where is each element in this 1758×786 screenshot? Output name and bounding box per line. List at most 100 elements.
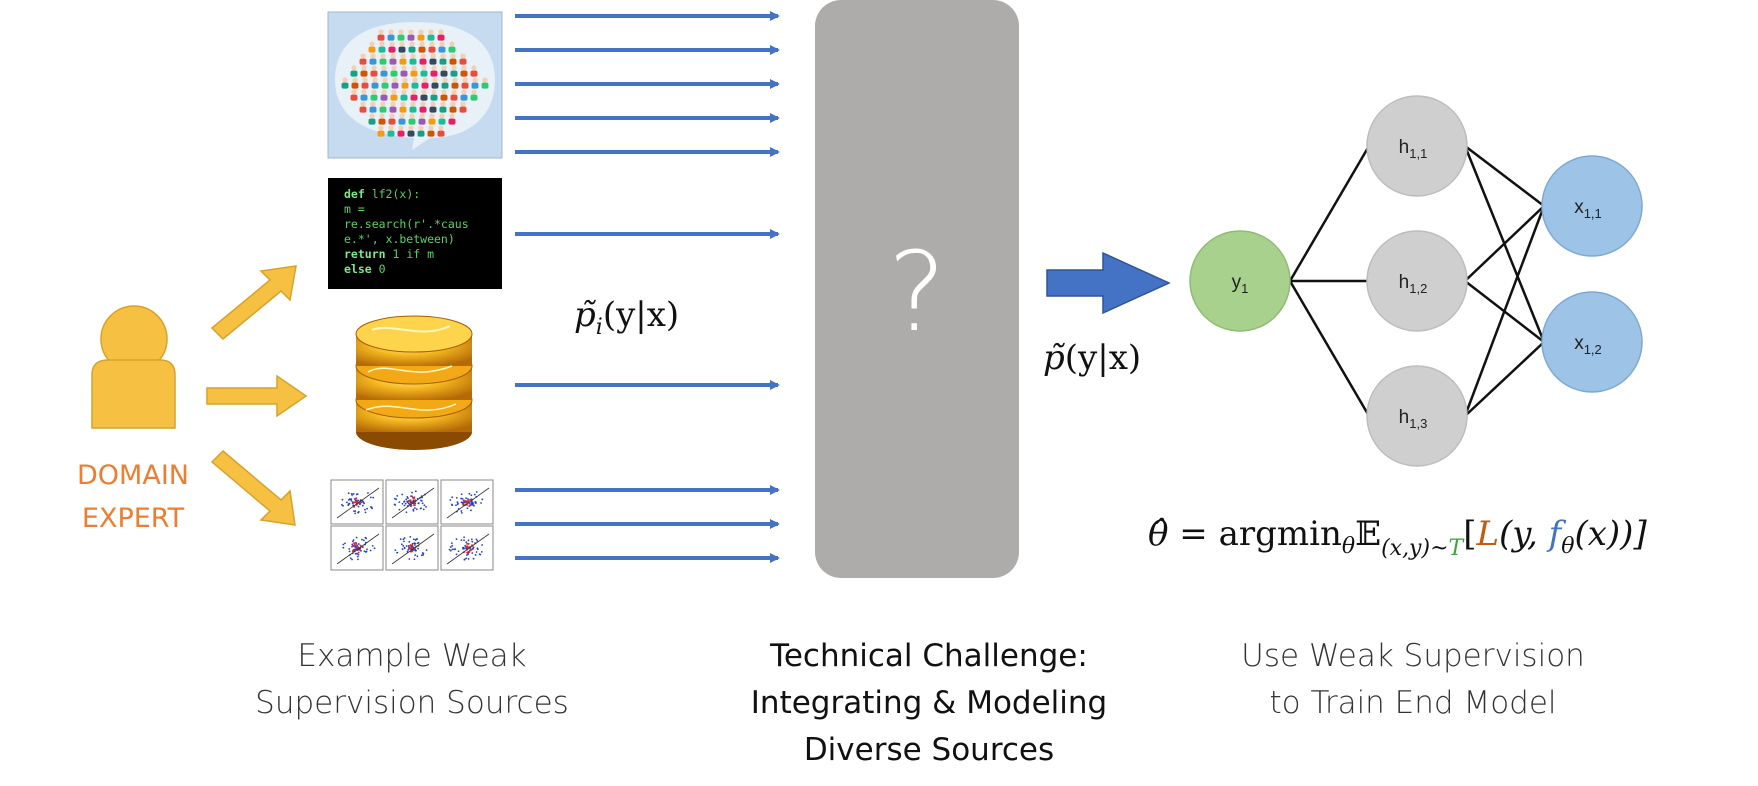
person-figure	[410, 89, 418, 101]
person-figure	[410, 65, 418, 77]
person-figure	[417, 29, 425, 41]
expert-label-line1: DOMAIN	[77, 460, 189, 491]
caption-end-model: Use Weak Supervision to Train End Model	[1241, 638, 1585, 721]
person-figure	[428, 41, 436, 53]
person-figure	[407, 125, 415, 137]
node-subscript: 1	[1241, 281, 1248, 296]
person-figure	[420, 65, 428, 77]
person-figure	[450, 89, 458, 101]
caption-line: Diverse Sources	[804, 732, 1054, 768]
person-figure	[398, 41, 406, 53]
output-node: y1	[1189, 230, 1291, 332]
person-figure	[400, 65, 408, 77]
person-figure	[388, 113, 396, 125]
scatter-plot-thumbnail	[440, 479, 494, 525]
scatter-plot-thumbnail	[440, 525, 494, 571]
heuristic-code-image: def lf2(x): m = re.search(r'.*caus e.*',…	[328, 178, 502, 289]
arrow-right-icon	[206, 374, 308, 418]
theta-hat: θ̂	[1148, 514, 1168, 554]
person-figure	[437, 29, 445, 41]
person-figure	[379, 53, 387, 65]
expert-label-line2: EXPERT	[82, 503, 185, 534]
person-figure	[471, 77, 479, 89]
person-figure	[390, 65, 398, 77]
person-figure	[439, 53, 447, 65]
svg-text:h1,3: h1,3	[1399, 407, 1428, 431]
crowdsourcing-image	[327, 11, 503, 159]
hidden-node-2: h1,2	[1366, 230, 1468, 332]
caption-line: Technical Challenge:	[769, 638, 1088, 674]
p-args: (y|x)	[1065, 338, 1141, 378]
person-figure	[427, 125, 435, 137]
output-arrow-icon	[1046, 251, 1171, 315]
person-figure	[400, 89, 408, 101]
scatter-plot-thumbnail	[385, 525, 439, 571]
training-objective-formula: θ̂ = argminθ𝔼(x,y)~T[L(y, fθ(x))]	[1148, 514, 1647, 561]
person-icon	[91, 305, 176, 429]
scatter-plot-thumbnail	[330, 479, 384, 525]
svg-text:h1,1: h1,1	[1399, 137, 1428, 161]
person-figure	[459, 101, 467, 113]
crowd-people	[341, 29, 489, 137]
person-figure	[389, 101, 397, 113]
network-edges	[1288, 145, 1546, 417]
scatter-plot-thumbnail	[330, 525, 384, 571]
person-figure	[428, 113, 436, 125]
person-figure	[430, 65, 438, 77]
person-figure	[448, 113, 456, 125]
person-figure	[378, 113, 386, 125]
person-figure	[401, 77, 409, 89]
question-mark-icon: ?	[888, 228, 946, 356]
person-figure	[391, 77, 399, 89]
person-figure	[430, 89, 438, 101]
person-figure	[409, 101, 417, 113]
person-figure	[398, 113, 406, 125]
svg-text:x1,2: x1,2	[1574, 333, 1602, 357]
code-kw: def	[344, 187, 372, 201]
person-figure	[368, 41, 376, 53]
person-figure	[449, 101, 457, 113]
person-figure	[470, 89, 478, 101]
person-figure	[448, 41, 456, 53]
source-label-arrows	[515, 11, 780, 563]
person-figure	[359, 101, 367, 113]
person-figure	[379, 101, 387, 113]
svg-text:y1: y1	[1232, 272, 1249, 296]
person-figure	[417, 125, 425, 137]
person-figure	[388, 41, 396, 53]
person-figure	[399, 53, 407, 65]
person-figure	[407, 29, 415, 41]
node-base: y	[1232, 272, 1242, 293]
person-figure	[351, 77, 359, 89]
person-figure	[451, 77, 459, 89]
person-figure	[481, 77, 489, 89]
caption-line: Use Weak Supervision	[1241, 638, 1585, 674]
loss-args-close: (x))]	[1574, 514, 1647, 554]
person-figure	[438, 113, 446, 125]
person-figure	[380, 65, 388, 77]
person-figure	[341, 77, 349, 89]
person-figure	[441, 77, 449, 89]
person-figure	[377, 125, 385, 137]
person-figure	[387, 125, 395, 137]
integration-model-box: ?	[815, 0, 1019, 578]
hidden-node-1: h1,1	[1366, 95, 1468, 197]
bracket-open: [	[1463, 514, 1476, 554]
input-node-2: x1,2	[1541, 291, 1643, 393]
person-figure	[397, 125, 405, 137]
person-figure	[419, 101, 427, 113]
person-figure	[427, 29, 435, 41]
code-block: def lf2(x): m = re.search(r'.*caus e.*',…	[344, 187, 476, 276]
person-figure	[369, 53, 377, 65]
svg-text:x1,1: x1,1	[1574, 197, 1602, 221]
person-figure	[397, 29, 405, 41]
person-figure	[360, 89, 368, 101]
expert-arrows	[206, 265, 308, 526]
person-figure	[411, 77, 419, 89]
caption-sources: Example Weak Supervision Sources	[255, 638, 569, 721]
person-figure	[460, 65, 468, 77]
person-figure	[438, 41, 446, 53]
person-figure	[370, 89, 378, 101]
person-figure	[461, 77, 469, 89]
